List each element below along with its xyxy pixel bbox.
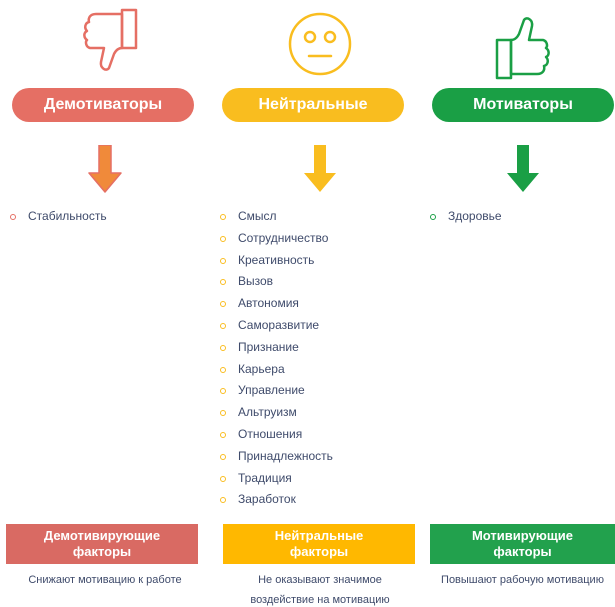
list-item: Заработок <box>220 489 333 511</box>
list-item-label: Здоровье <box>448 209 502 223</box>
bullet-icon <box>220 475 226 482</box>
list-item-label: Принадлежность <box>238 448 333 463</box>
motivating-factors-box: Мотивирующие факторы <box>430 524 615 564</box>
bullet-icon <box>430 214 436 220</box>
motivators-list: Здоровье <box>430 206 502 228</box>
motivators-description: Повышают рабочую мотивацию <box>441 574 604 586</box>
list-item: Принадлежность <box>220 446 333 468</box>
list-item-label: Саморазвитие <box>238 317 320 332</box>
bullet-icon <box>220 279 226 286</box>
bullet-icon <box>220 344 226 351</box>
neutral-face-icon <box>220 4 420 84</box>
list-item-label: Креативность <box>238 252 315 267</box>
list-item-label: Сотрудничество <box>238 230 329 245</box>
bullet-icon <box>220 235 226 242</box>
neutral-description: Не оказывают значимое воздействие на мот… <box>250 574 390 606</box>
bullet-icon <box>220 388 226 395</box>
bullet-icon <box>220 366 226 373</box>
list-item: Саморазвитие <box>220 315 333 337</box>
bullet-icon <box>220 453 226 460</box>
neutral-header: Нейтральные <box>222 88 404 122</box>
down-arrow-icon <box>430 145 615 193</box>
thumbs-down-icon <box>10 4 210 84</box>
demotivators-header: Демотиваторы <box>12 88 194 122</box>
bullet-icon <box>220 431 226 438</box>
list-item-label: Вызов <box>238 274 274 289</box>
list-item: Автономия <box>220 293 333 315</box>
down-arrow-icon <box>220 145 420 193</box>
demotivators-list: Стабильность <box>10 206 107 228</box>
bullet-icon <box>220 322 226 329</box>
list-item-label: Традиция <box>238 470 292 485</box>
bullet-icon <box>220 410 226 417</box>
list-item: Креативность <box>220 250 333 272</box>
list-item: Стабильность <box>10 206 107 228</box>
list-item: Управление <box>220 380 333 402</box>
list-item: Карьера <box>220 359 333 381</box>
list-item-label: Отношения <box>238 426 303 441</box>
demotivating-factors-box: Демотивирующие факторы <box>6 524 198 564</box>
list-item-label: Управление <box>238 383 305 398</box>
bullet-icon <box>10 214 16 220</box>
list-item: Отношения <box>220 424 333 446</box>
motivators-column: Мотиваторы Здоровье Мотивирующие факторы… <box>430 0 615 607</box>
bullet-icon <box>220 214 226 220</box>
bullet-icon <box>220 301 226 308</box>
list-item: Вызов <box>220 271 333 293</box>
list-item: Признание <box>220 337 333 359</box>
list-item-label: Признание <box>238 339 299 354</box>
list-item-label: Карьера <box>238 361 285 376</box>
list-item: Альтруизм <box>220 402 333 424</box>
demotivators-description: Снижают мотивацию к работе <box>28 574 182 586</box>
list-item: Сотрудничество <box>220 228 333 250</box>
thumbs-up-icon <box>430 4 615 84</box>
list-item: Здоровье <box>430 206 502 228</box>
list-item-label: Автономия <box>238 296 299 311</box>
demotivators-column: Демотиваторы Стабильность Демотивирующие… <box>6 0 210 607</box>
motivators-header: Мотиваторы <box>432 88 614 122</box>
list-item-label: Альтруизм <box>238 405 297 420</box>
list-item: Смысл <box>220 206 333 228</box>
list-item-label: Смысл <box>238 209 277 223</box>
down-arrow-icon <box>10 145 210 193</box>
bullet-icon <box>220 257 226 264</box>
list-item-label: Стабильность <box>28 209 107 223</box>
list-item-label: Заработок <box>238 492 296 507</box>
neutral-factors-box: Нейтральные факторы <box>223 524 415 564</box>
list-item: Традиция <box>220 468 333 490</box>
bullet-icon <box>220 497 226 504</box>
